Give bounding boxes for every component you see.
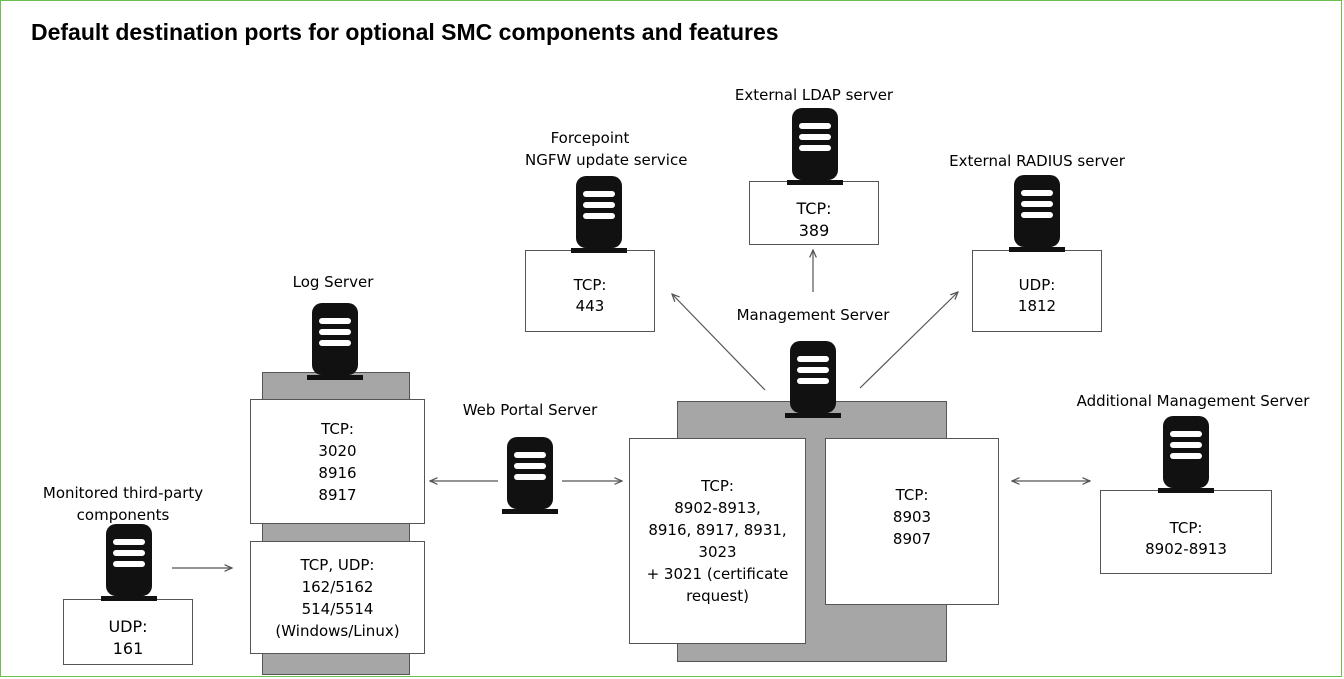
monitored-port-box: UDP: 161	[63, 599, 193, 665]
management-left-port-line: + 3021 (certificate	[646, 565, 789, 583]
management-right-port-line: 8903	[892, 508, 932, 526]
server-icon	[307, 303, 363, 386]
management-left-port-box: TCP: 8902-8913, 8916, 8917, 8931, 3023 +…	[629, 438, 806, 644]
management-left-port-line: TCP:	[701, 477, 734, 495]
log-top-port-line: 8917	[318, 485, 357, 504]
log-bottom-port-line: TCP, UDP:	[300, 555, 375, 574]
forcepoint-port-box: TCP: 443	[525, 250, 655, 332]
radius-port-line: 1812	[1017, 297, 1057, 315]
forcepoint-label-line: Forcepoint	[550, 129, 630, 147]
monitored-label-line: components	[76, 506, 170, 524]
additional-port-line: TCP:	[1169, 519, 1203, 537]
ldap-port-box: TCP: 389	[749, 181, 879, 245]
management-right-port-box: TCP: 8903 8907	[825, 438, 999, 605]
additional-label: Additional Management Server	[1076, 392, 1310, 410]
monitored-port-line: UDP:	[108, 617, 148, 636]
log-top-port-box: TCP: 3020 8916 8917	[250, 399, 425, 524]
log-bottom-port-line: 162/5162	[301, 577, 374, 596]
additional-port-line: 8902-8913	[1145, 540, 1227, 558]
forcepoint-port-line: 443	[575, 297, 605, 315]
forcepoint-label: Forcepoint NGFW update service	[525, 127, 688, 171]
radius-port-box: UDP: 1812	[972, 250, 1102, 332]
diagram-title: Default destination ports for optional S…	[31, 19, 779, 45]
log-top-port-line: TCP:	[321, 419, 354, 438]
server-icon	[571, 176, 627, 259]
server-icon	[1158, 416, 1214, 499]
management-left-port-line: 8916, 8917, 8931,	[648, 521, 787, 539]
monitored-label-line: Monitored third-party	[42, 484, 204, 502]
server-icon	[101, 524, 157, 607]
management-label: Management Server	[736, 306, 890, 324]
ldap-port-line: TCP:	[796, 199, 832, 218]
log-bottom-port-line: (Windows/Linux)	[275, 621, 400, 640]
management-left-port-line: 8902-8913,	[674, 499, 761, 517]
log-top-port-line: 3020	[318, 441, 357, 460]
management-left-port-line: 3023	[698, 543, 737, 561]
server-icon	[502, 437, 558, 520]
log-label: Log Server	[292, 273, 374, 291]
server-icon	[787, 108, 843, 191]
management-left-port-line: request)	[686, 587, 749, 605]
log-bottom-port-line: 514/5514	[301, 599, 374, 618]
webportal-label: Web Portal Server	[462, 401, 598, 419]
ldap-port-line: 389	[798, 221, 830, 240]
radius-port-line: UDP:	[1018, 276, 1056, 294]
management-right-port-line: TCP:	[895, 486, 929, 504]
server-icon	[785, 341, 841, 424]
log-bottom-port-box: TCP, UDP: 162/5162 514/5514 (Windows/Lin…	[250, 541, 425, 654]
additional-port-box: TCP: 8902-8913	[1100, 490, 1272, 574]
monitored-label: Monitored third-party components	[38, 482, 208, 526]
radius-label: External RADIUS server	[949, 152, 1125, 170]
log-top-port-line: 8916	[318, 463, 357, 482]
management-right-port-line: 8907	[892, 530, 932, 548]
forcepoint-label-line: NGFW update service	[525, 151, 688, 169]
monitored-port-line: 161	[112, 639, 144, 658]
server-icon	[1009, 175, 1065, 258]
ldap-label: External LDAP server	[734, 86, 894, 104]
forcepoint-port-line: TCP:	[573, 276, 607, 294]
